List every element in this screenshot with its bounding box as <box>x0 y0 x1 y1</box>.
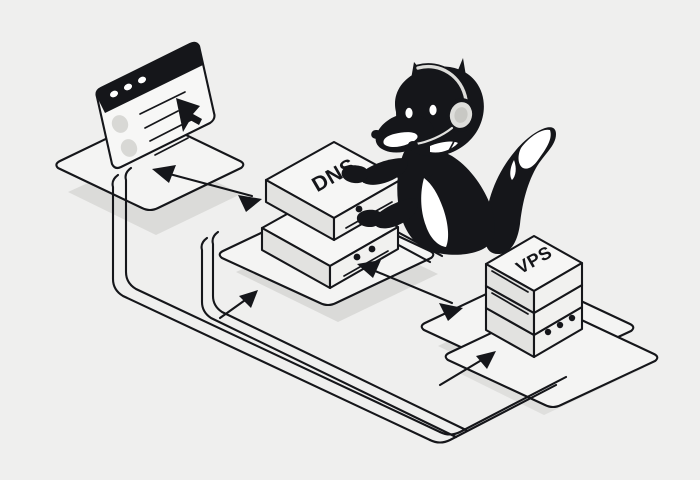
dns-server-stack[interactable]: DNS <box>260 140 404 290</box>
platform-browser <box>55 118 245 212</box>
headset-with-mic <box>408 63 477 177</box>
dns-unit-upper: DNS <box>264 140 404 242</box>
browser-avatar-circles <box>111 115 138 157</box>
browser-window[interactable] <box>95 41 216 170</box>
browser-titlebar-dots <box>109 76 147 98</box>
arrow-base-vps <box>438 351 496 387</box>
arrow-base-dns <box>218 290 258 320</box>
vps-unit-top: VPS <box>484 234 584 315</box>
fox-arms <box>341 158 418 229</box>
arrow-browser-dns <box>152 165 262 212</box>
fox-support-agent <box>341 58 556 255</box>
arrow-cursor[interactable] <box>176 98 202 132</box>
fox-tail <box>485 127 556 254</box>
fox-body <box>397 147 495 255</box>
arrow-dns-vps <box>357 260 463 321</box>
vps-server-stack[interactable]: VPS <box>484 234 584 359</box>
